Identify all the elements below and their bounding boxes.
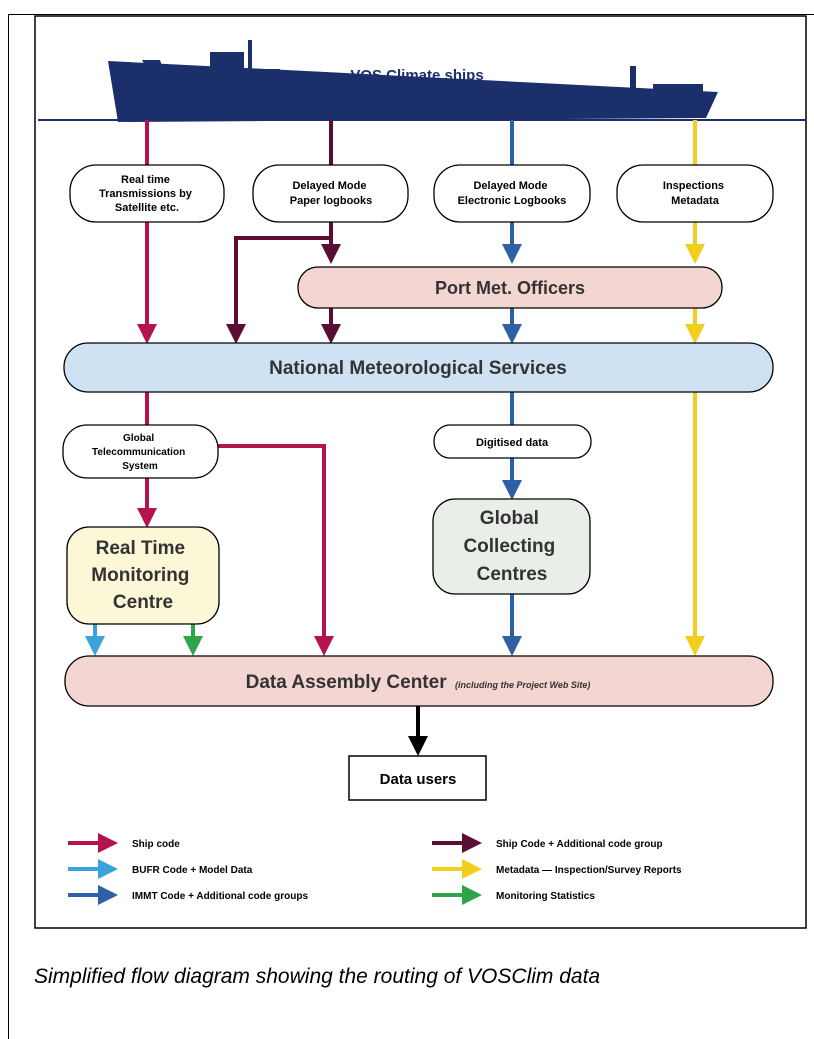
svg-text:BUFR Code + Model Data: BUFR Code + Model Data: [132, 865, 253, 876]
svg-text:Global Collecting: Global Collecting Centres: [463, 508, 560, 585]
source-box-electronic: Delayed Mode Electronic Logbooks: [433, 164, 591, 223]
legend-item-immt: IMMT Code + Additional code groups: [68, 885, 308, 905]
rtmc-box: Real Time Monitoring Centre: [66, 526, 220, 625]
svg-text:Real time Transmissions: Real time Transmissions by Satellite etc…: [99, 174, 195, 214]
gcc-box: Global Collecting Centres: [432, 498, 591, 595]
svg-text:Data Assembly Center (in: Data Assembly Center (including the Proj…: [246, 672, 591, 693]
svg-text:Ship code: Ship code: [132, 839, 180, 850]
legend-item-bufr: BUFR Code + Model Data: [68, 859, 253, 879]
legend-item-ship-code-additional: Ship Code + Additional code group: [432, 833, 663, 853]
svg-text:Inspections Metadata: Inspections Metadata: [663, 180, 727, 207]
flow-paper-to-nms: [226, 236, 331, 344]
digitised-data-box: Digitised data: [433, 424, 592, 459]
svg-text:Port Met. Officers: Port Met. Officers: [435, 278, 585, 298]
gts-box: Global Telecommunication System: [62, 424, 219, 479]
figure-frame: [34, 15, 807, 929]
flow-lines: [85, 120, 705, 756]
svg-text:Global Telecommunication: Global Telecommunication System: [92, 433, 188, 472]
outer-frame: [8, 14, 814, 1039]
ship-label: VOS Climate ships: [350, 67, 483, 84]
nms-box: National Meteorological Services: [63, 342, 774, 393]
figure-caption: Simplified flow diagram showing the rout…: [34, 965, 601, 988]
legend-item-monitoring-statistics: Monitoring Statistics: [432, 885, 595, 905]
data-users-box: Data users: [348, 755, 487, 801]
svg-text:Monitoring Statistics: Monitoring Statistics: [496, 891, 595, 902]
source-box-realtime: Real time Transmissions by Satellite etc…: [69, 164, 225, 223]
svg-text:Digitised data: Digitised data: [476, 437, 549, 449]
svg-text:Real Time Monitoring: Real Time Monitoring Centre: [91, 538, 194, 613]
svg-text:Data users: Data users: [380, 771, 457, 788]
legend-item-ship-code: Ship code: [68, 833, 180, 853]
data-assembly-center-box: Data Assembly Center (including the Proj…: [64, 655, 774, 707]
legend: Ship code BUFR Code + Model Data IMMT Co…: [68, 833, 682, 905]
source-box-paper: Delayed Mode Paper logbooks: [252, 164, 409, 223]
ship-silhouette: [108, 40, 718, 122]
legend-item-metadata: Metadata — Inspection/Survey Reports: [432, 859, 682, 879]
port-met-officers-box: Port Met. Officers: [297, 266, 723, 309]
svg-text:Metadata — Inspection/Survey R: Metadata — Inspection/Survey Reports: [496, 865, 682, 876]
svg-text:National Meteorological Servic: National Meteorological Services: [269, 358, 567, 379]
svg-text:IMMT Code + Additional code gr: IMMT Code + Additional code groups: [132, 891, 308, 902]
svg-text:Delayed Mode Paper logbo: Delayed Mode Paper logbooks: [290, 180, 373, 207]
svg-text:Ship Code + Additional code gr: Ship Code + Additional code group: [496, 839, 663, 850]
svg-text:Delayed Mode Electronic: Delayed Mode Electronic Logbooks: [458, 180, 567, 207]
source-box-inspections: Inspections Metadata: [616, 164, 774, 223]
flow-gts-to-dac: [218, 444, 334, 656]
